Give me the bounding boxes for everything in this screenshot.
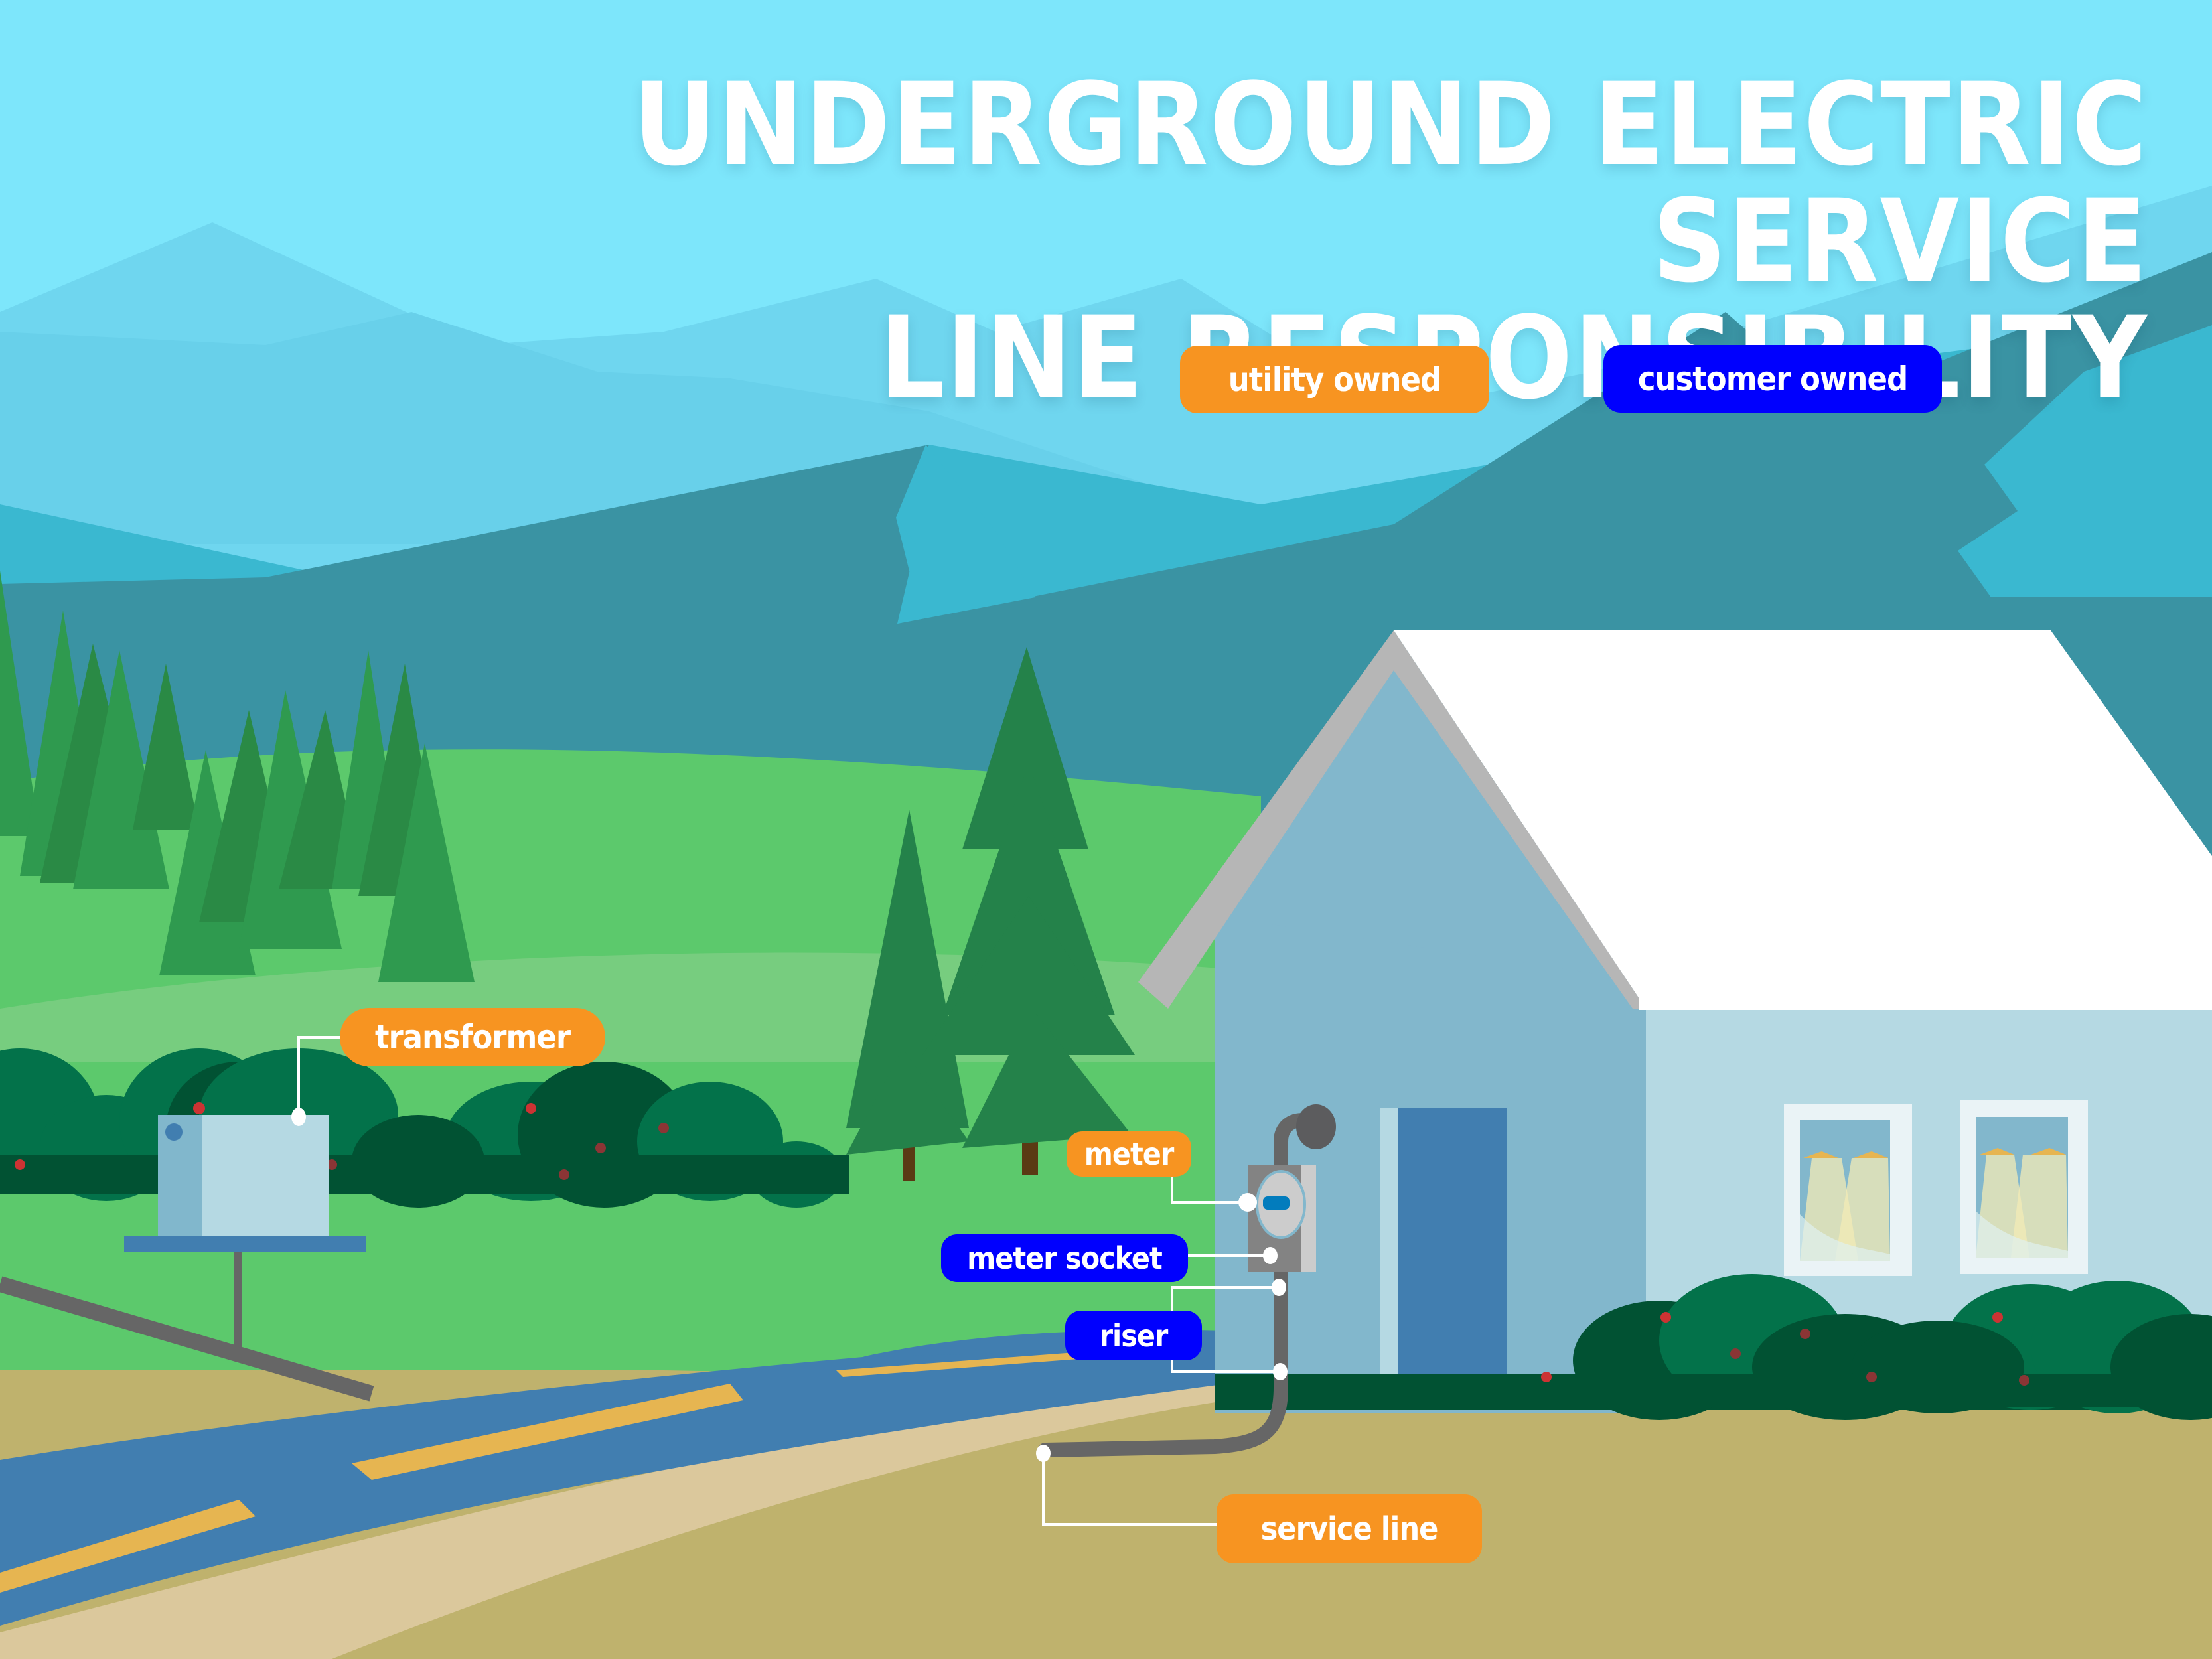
callout-meter-socket: meter socket	[941, 1234, 1188, 1282]
road	[0, 1333, 1228, 1626]
mountain-dark-snow	[896, 445, 1035, 624]
callout-transformer-label: transformer	[374, 1018, 571, 1056]
leader-lines	[297, 1036, 1281, 1526]
window-left	[1784, 1104, 1912, 1276]
road-lane-markings	[0, 1352, 1078, 1593]
leader-dots	[291, 1108, 1288, 1462]
mountain-right-light	[1958, 325, 2212, 597]
window-right	[1960, 1100, 2088, 1274]
callout-riser: riser	[1065, 1311, 1202, 1360]
legend-customer-label: customer owned	[1637, 360, 1908, 398]
leader-service-line	[1042, 1453, 1217, 1526]
callout-meter-socket-label: meter socket	[967, 1240, 1163, 1276]
callout-riser-label: riser	[1099, 1317, 1169, 1354]
meter-assembly	[1248, 1165, 1316, 1272]
transformer-box	[124, 1115, 366, 1354]
forest-left	[0, 571, 475, 982]
trees-center	[846, 647, 1135, 1181]
callout-meter: meter	[1067, 1131, 1191, 1177]
legend-utility-label: utility owned	[1228, 360, 1441, 399]
callout-meter-label: meter	[1084, 1136, 1174, 1172]
weatherhead-cap	[1296, 1104, 1336, 1149]
callout-transformer: transformer	[340, 1008, 605, 1066]
leader-meter	[1171, 1177, 1244, 1204]
title-line-1: UNDERGROUND ELECTRIC SERVICE	[632, 58, 2148, 308]
transformer-cable	[0, 1276, 374, 1402]
sidewalk	[0, 1384, 1228, 1659]
callout-service-line: service line	[1217, 1494, 1482, 1563]
callout-service-line-label: service line	[1260, 1510, 1439, 1548]
leader-riser-bottom	[1171, 1360, 1281, 1373]
leader-transformer	[297, 1036, 341, 1115]
bushes-right	[1541, 1274, 2212, 1420]
leader-riser-top	[1171, 1286, 1278, 1311]
legend-utility-owned: utility owned	[1180, 346, 1489, 413]
legend-customer-owned: customer owned	[1603, 345, 1942, 413]
riser-pipe	[1038, 1254, 1288, 1457]
